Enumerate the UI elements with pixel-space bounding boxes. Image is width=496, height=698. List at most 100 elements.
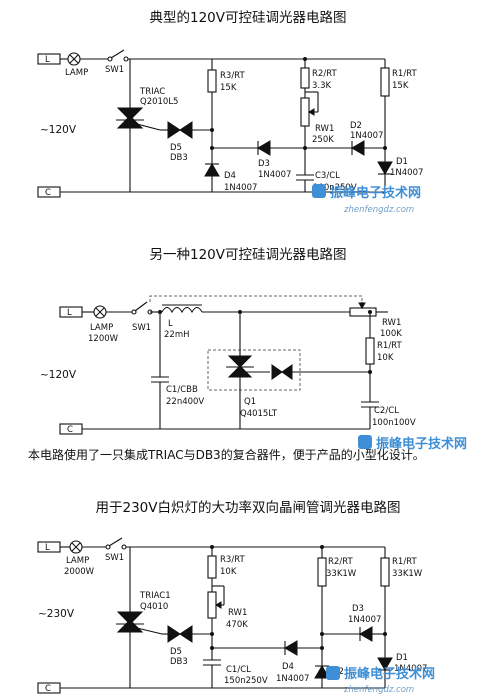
lamp-watt-3: 2000W — [64, 567, 95, 577]
watermark-logo-3: 振峰电子技术网 zhenfengdz.com — [326, 666, 435, 695]
inductor-icon — [161, 306, 203, 314]
d4-label-3: D4 — [282, 662, 294, 672]
d4-diode-icon-3 — [284, 640, 298, 656]
r3-value: 15K — [220, 83, 237, 93]
rw1-value-2: 100K — [380, 329, 402, 339]
d1-diode-icon-3 — [377, 657, 393, 671]
r1-resistor — [380, 67, 390, 97]
svg-text:zhenfengdz.com: zhenfengdz.com — [343, 205, 414, 215]
svg-text:振峰电子技术网: 振峰电子技术网 — [330, 185, 421, 201]
triac-part: Q2010L5 — [140, 97, 178, 107]
q1-label: Q1 — [244, 397, 256, 407]
voltage-label: ~120V — [40, 124, 77, 136]
d2-part: 1N4007 — [350, 131, 383, 141]
watermark-logo: 振峰电子技术网 zhenfengdz.com — [312, 184, 421, 215]
d1-diode-icon — [377, 161, 393, 175]
r1-value-2: 10K — [377, 353, 394, 363]
diagram3-schematic: L C LAMP 2000W SW1 ~230V TRIAC1 Q4010 D5… — [37, 537, 435, 695]
terminal-l-label-2: L — [67, 308, 72, 318]
c2-value: 100n100V — [372, 418, 416, 428]
r2-label-3: R2/RT — [328, 557, 353, 567]
r3-value-3: 10K — [220, 567, 237, 577]
rw1-potentiometer-3 — [207, 591, 217, 619]
switch-label-2: SW1 — [132, 323, 151, 333]
diagram2-schematic: L C LAMP 1200W SW1 L 22mH RW1 100K C1/CB… — [40, 295, 467, 452]
diagram2-title: 另一种120V可控硅调光器电路图 — [149, 247, 347, 263]
d5-part-3: DB3 — [170, 657, 188, 667]
d5-part: DB3 — [170, 153, 188, 163]
d2-diode-icon — [351, 140, 365, 156]
r3-label: R3/RT — [220, 71, 245, 81]
svg-text:振峰电子技术网: 振峰电子技术网 — [344, 666, 435, 682]
terminal-c-label-3: C — [45, 684, 51, 694]
diagram2-note: 本电路使用了一只集成TRIAC与DB3的复合器件，便于产品的小型化设计。 — [28, 448, 425, 462]
r3-label-3: R3/RT — [220, 555, 245, 565]
switch-label: SW1 — [105, 65, 124, 75]
lamp-watt-2: 1200W — [88, 334, 119, 344]
c1-label-3: C1/CL — [226, 665, 251, 675]
c1-value-3: 150n250V — [224, 676, 268, 686]
rw1-potentiometer — [300, 97, 310, 127]
c1-value: 22n400V — [166, 397, 204, 407]
lamp-label: LAMP — [65, 68, 88, 78]
terminal-l-label-3: L — [45, 543, 50, 553]
switch-icon-3 — [108, 537, 123, 547]
r3-resistor-3 — [207, 555, 217, 579]
triac-label: TRIAC — [139, 87, 165, 97]
rw1-potentiometer-2 — [349, 307, 377, 317]
r2-value: 3.3K — [312, 81, 332, 91]
c3-label: C3/CL — [315, 171, 340, 181]
terminal-c-label-2: C — [67, 425, 73, 435]
svg-text:振峰电子技术网: 振峰电子技术网 — [376, 436, 467, 452]
r3-resistor — [207, 69, 217, 93]
lamp-label-2: LAMP — [90, 323, 113, 333]
rw1-label-2: RW1 — [382, 318, 401, 328]
c1-label: C1/CBB — [166, 385, 198, 395]
rw1-label: RW1 — [315, 124, 334, 134]
d3-diode-icon-3 — [359, 626, 373, 642]
switch-icon — [110, 49, 125, 59]
d5-diac-icon — [167, 121, 181, 139]
triac-icon — [116, 107, 144, 121]
d4-part: 1N4007 — [224, 183, 257, 193]
voltage-label-3: ~230V — [38, 608, 75, 620]
c3-value: 100n250V — [313, 183, 357, 193]
r1-resistor-3 — [380, 557, 390, 587]
d1-label: D1 — [396, 157, 408, 167]
inductor-label: L — [168, 319, 173, 329]
r1-label-3: R1/RT — [392, 557, 417, 567]
d5-label-3: D5 — [170, 647, 182, 657]
triac-icon-3 — [116, 611, 144, 625]
triac-part-3: Q4010 — [140, 602, 168, 612]
diagram1-schematic: L C LAMP SW1 ~120V TRIAC Q2010L5 D5 DB3 … — [37, 49, 423, 215]
lamp-label-3: LAMP — [66, 556, 89, 566]
diagram3-title: 用于230V白炽灯的大功率双向晶闸管调光器电路图 — [95, 500, 401, 516]
voltage-label-2: ~120V — [40, 369, 77, 381]
d4-diode-icon — [204, 163, 220, 177]
terminal-l-label: L — [45, 55, 50, 65]
inductor-value: 22mH — [164, 330, 190, 340]
diagram1-title: 典型的120V可控硅调光器电路图 — [149, 10, 347, 26]
d3-diode-icon — [257, 140, 271, 156]
d4-label: D4 — [224, 171, 236, 181]
r1-resistor-2 — [365, 337, 375, 365]
r2-label: R2/RT — [312, 69, 337, 79]
d3-part: 1N4007 — [258, 170, 291, 180]
triac-label-3: TRIAC1 — [139, 591, 171, 601]
d1-label-3: D1 — [396, 653, 408, 663]
r1-value-3: 33K1W — [392, 569, 423, 579]
d2-label: D2 — [350, 121, 362, 131]
q1-diac-icon — [271, 364, 283, 380]
switch-icon-2 — [134, 301, 148, 312]
terminal-c-label: C — [45, 188, 51, 198]
r2-value-3: 33K1W — [326, 569, 357, 579]
r1-label-2: R1/RT — [377, 341, 402, 351]
d1-part: 1N4007 — [390, 168, 423, 178]
d5-diac-icon-3 — [167, 625, 181, 643]
svg-text:zhenfengdz.com: zhenfengdz.com — [343, 685, 414, 695]
r2-resistor — [300, 67, 310, 89]
d3-part-3: 1N4007 — [348, 615, 381, 625]
d3-label: D3 — [258, 159, 270, 169]
rw1-label-3: RW1 — [228, 608, 247, 618]
rw1-value: 250K — [312, 135, 334, 145]
